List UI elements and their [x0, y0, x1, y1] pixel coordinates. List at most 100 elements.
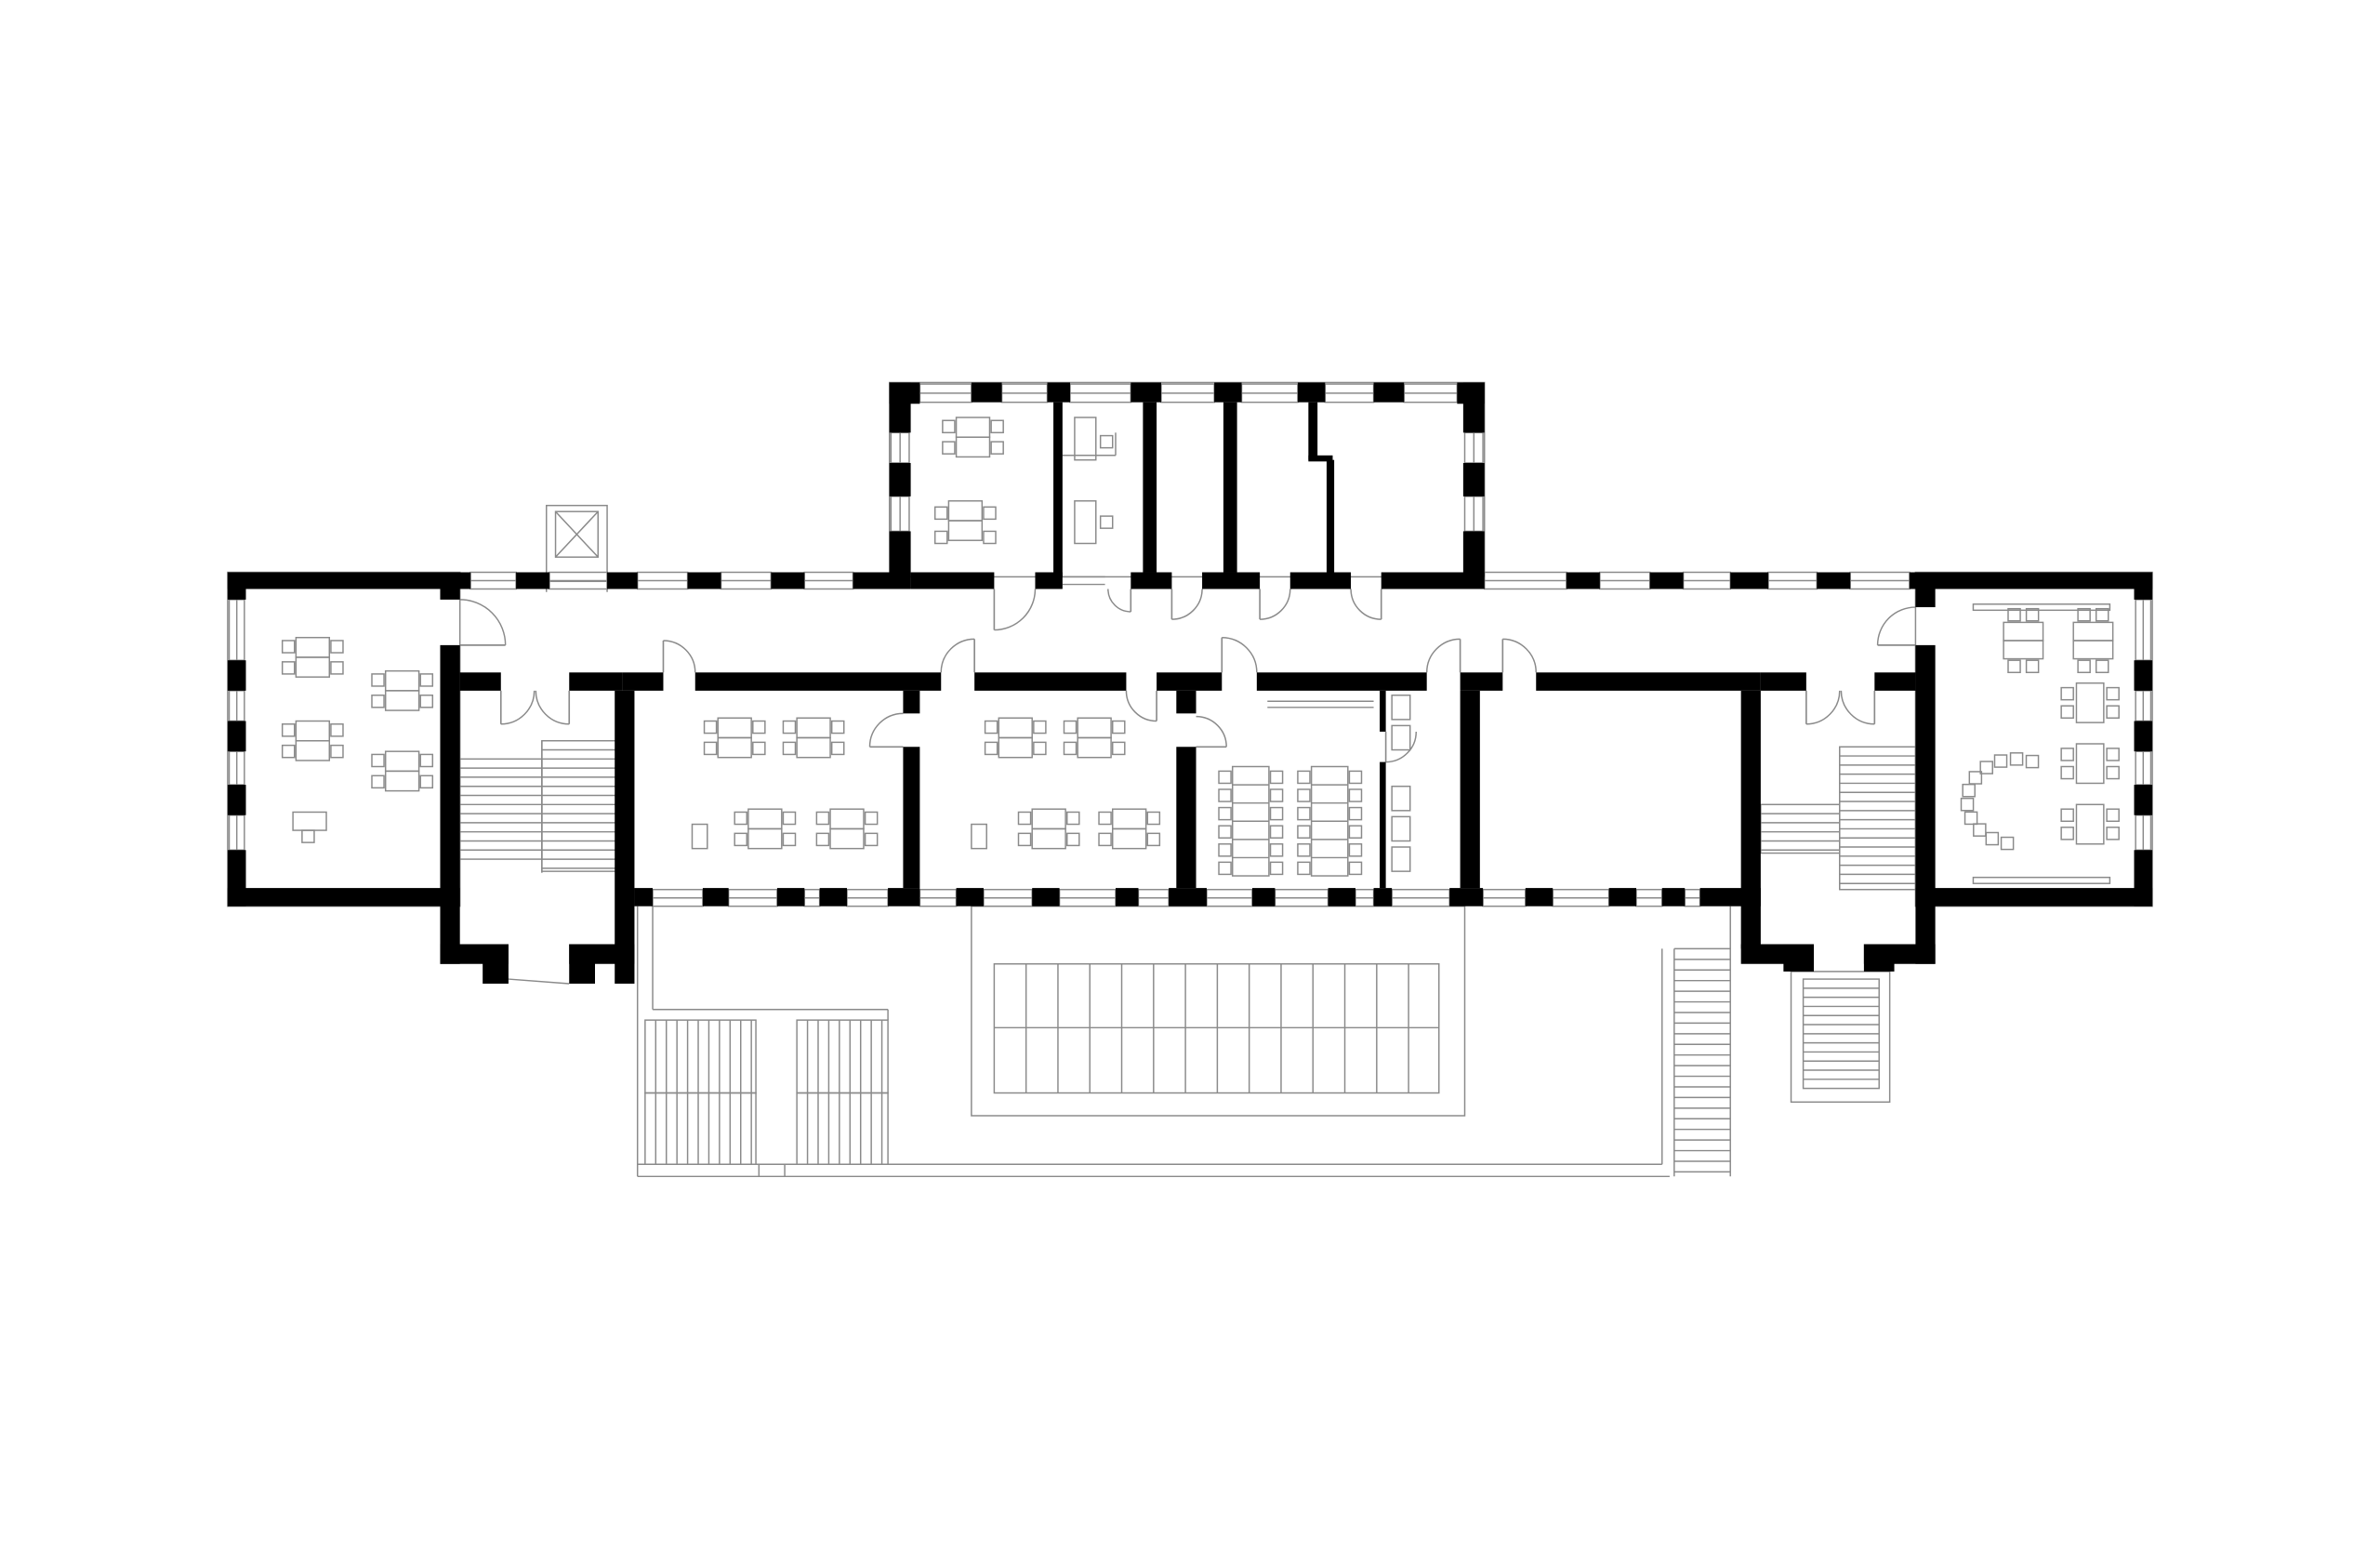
chair — [1218, 825, 1232, 839]
chair — [703, 720, 718, 735]
door-swing — [1171, 589, 1203, 620]
wall-segment — [771, 572, 805, 589]
chair — [2025, 754, 2040, 769]
chair — [419, 774, 434, 789]
chair — [830, 720, 845, 735]
wall-segment — [459, 672, 501, 691]
wall-segment — [227, 660, 246, 691]
chair — [782, 832, 797, 847]
door-swing — [1805, 690, 1841, 725]
wall-segment — [819, 888, 848, 907]
chair — [419, 673, 434, 687]
chair — [2095, 607, 2109, 622]
chair — [1112, 741, 1126, 756]
chair — [1968, 771, 1983, 785]
cabinet — [1391, 785, 1411, 812]
wall-segment — [227, 850, 246, 907]
chair — [1348, 861, 1363, 876]
wall-segment — [1130, 572, 1172, 589]
walls — [227, 382, 2153, 984]
chair — [330, 661, 344, 675]
wall-segment — [956, 888, 984, 907]
chair — [371, 753, 385, 768]
wall-segment — [1256, 672, 1427, 691]
wall-segment — [1608, 888, 1636, 907]
wall-segment — [1462, 462, 1485, 496]
chair — [990, 419, 1004, 434]
wall-segment — [1130, 382, 1161, 403]
chair — [782, 720, 797, 735]
wall-segment — [483, 944, 509, 984]
chair — [2007, 607, 2021, 622]
door-swing — [1502, 638, 1537, 673]
table — [2075, 803, 2105, 845]
chair — [752, 741, 766, 756]
cabinet — [1391, 724, 1411, 751]
door-swing — [1385, 731, 1417, 763]
door-swing — [868, 712, 904, 748]
chair — [2106, 827, 2120, 841]
wall-segment — [1536, 672, 1761, 691]
elevator-cross — [555, 510, 599, 558]
chair — [1348, 843, 1363, 857]
chair — [703, 741, 718, 756]
wall-segment — [1047, 382, 1071, 403]
wall-segment — [1460, 690, 1480, 889]
outdoor-steps — [644, 1092, 757, 1165]
wall-segment — [889, 531, 911, 577]
wall-segment — [2134, 785, 2153, 815]
chair — [1973, 823, 1987, 837]
door-swing — [1222, 636, 1258, 673]
wall-segment — [1525, 888, 1554, 907]
table — [955, 436, 991, 458]
chair — [2060, 705, 2074, 719]
chair — [330, 744, 344, 759]
wall-segment — [903, 747, 920, 889]
chair — [2106, 808, 2120, 823]
door-swing — [1840, 690, 1875, 725]
chair — [1297, 806, 1311, 821]
desk — [1074, 417, 1097, 461]
wall-segment — [227, 888, 460, 907]
chair — [990, 441, 1004, 455]
table — [295, 740, 331, 761]
chair — [1099, 434, 1114, 449]
chair — [984, 720, 998, 735]
chair — [2060, 808, 2074, 823]
chair — [1348, 788, 1363, 802]
chair — [933, 506, 948, 521]
wall-segment — [634, 888, 654, 907]
wall-segment — [569, 672, 623, 691]
wall-segment — [1783, 944, 1815, 972]
chair — [330, 640, 344, 654]
chair — [419, 695, 434, 708]
chair — [2060, 686, 2074, 701]
wall-segment — [227, 572, 471, 589]
chair — [2060, 827, 2074, 841]
wall-segment — [1116, 888, 1139, 907]
wall-segment — [1328, 888, 1355, 907]
table — [998, 736, 1033, 759]
wall-segment — [1169, 888, 1207, 907]
wall-segment — [1297, 382, 1326, 403]
chair — [1348, 806, 1363, 821]
doors — [459, 589, 1916, 763]
chair — [1297, 861, 1311, 876]
wall-segment — [2134, 572, 2153, 600]
chair — [2106, 705, 2120, 719]
chair — [1964, 811, 1978, 826]
elevator-car — [554, 510, 599, 558]
wall-segment — [1699, 888, 1761, 907]
chair — [281, 723, 296, 737]
chair — [1348, 825, 1363, 839]
table — [2072, 640, 2114, 660]
chair — [752, 720, 766, 735]
chair — [942, 419, 956, 434]
table — [829, 827, 865, 850]
wall-segment — [694, 672, 942, 691]
chair — [1985, 831, 2000, 846]
wall-segment — [1326, 459, 1335, 577]
wall-segment — [227, 572, 246, 600]
wall-segment — [1460, 672, 1503, 691]
